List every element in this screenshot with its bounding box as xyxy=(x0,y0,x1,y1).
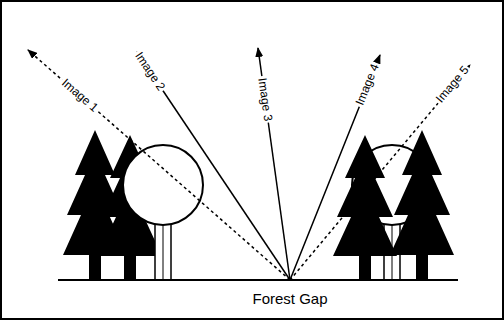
conifer xyxy=(390,130,454,280)
ground-line xyxy=(58,279,458,281)
tree-crown xyxy=(123,145,203,225)
tree-trunk xyxy=(155,224,171,280)
conifer xyxy=(333,135,397,280)
place-label: Forest Gap xyxy=(250,291,329,308)
